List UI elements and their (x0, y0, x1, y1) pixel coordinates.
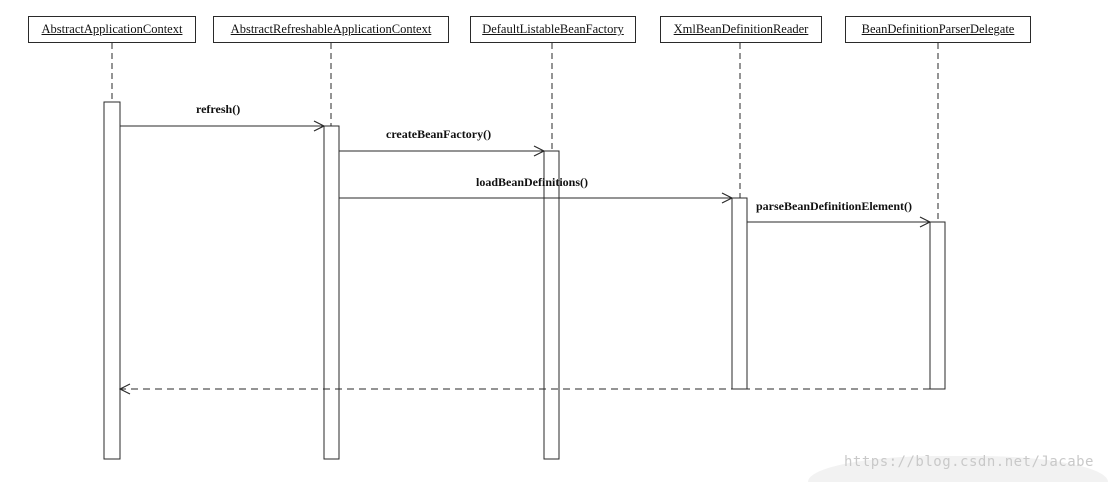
watermark: https://blog.csdn.net/Jacabe (843, 454, 1094, 470)
participant-bean-definition-parser-delegate: BeanDefinitionParserDelegate (845, 16, 1031, 43)
participant-label: AbstractApplicationContext (41, 22, 183, 36)
participant-abstract-application-context: AbstractApplicationContext (28, 16, 196, 43)
activation-xbdr (731, 197, 748, 390)
participant-label: AbstractRefreshableApplicationContext (230, 22, 432, 36)
message-label-refresh: refresh() (196, 102, 241, 116)
participant-label: XmlBeanDefinitionReader (673, 22, 809, 36)
message-label-parse-bean-definition-element: parseBeanDefinitionElement() (756, 199, 912, 213)
participant-label: DefaultListableBeanFactory (482, 22, 624, 36)
participant-abstract-refreshable-application-context: AbstractRefreshableApplicationContext (213, 16, 449, 43)
message-label-load-bean-definitions: loadBeanDefinitions() (476, 175, 589, 189)
message-label-create-bean-factory: createBeanFactory() (386, 127, 492, 141)
participant-default-listable-bean-factory: DefaultListableBeanFactory (470, 16, 636, 43)
activation-aac (103, 101, 121, 460)
participant-xml-bean-definition-reader: XmlBeanDefinitionReader (660, 16, 822, 43)
participant-label: BeanDefinitionParserDelegate (861, 22, 1015, 36)
activation-arac (323, 125, 340, 460)
activation-bdpd (929, 221, 946, 390)
activation-dlbf (543, 150, 560, 460)
